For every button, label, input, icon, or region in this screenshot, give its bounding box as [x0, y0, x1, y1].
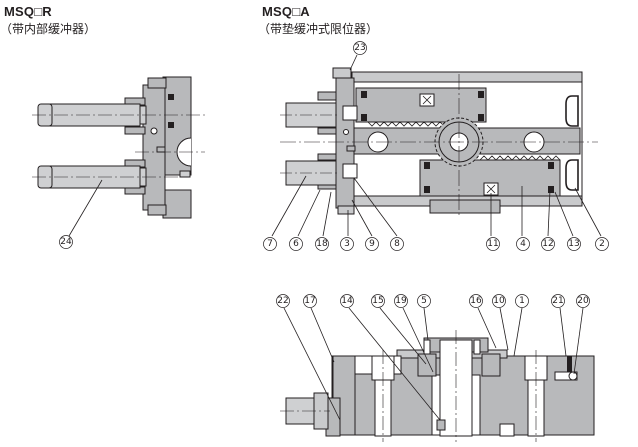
msqr-subtitle: （带内部缓冲器）: [0, 22, 97, 36]
callout-18: 18: [315, 237, 329, 251]
section-callout-leaders: [283, 307, 584, 421]
callout-23: 23: [349, 41, 367, 71]
svg-text:3: 3: [344, 239, 350, 249]
svg-text:19: 19: [395, 296, 407, 306]
callout-12: 12: [541, 237, 555, 251]
svg-text:9: 9: [369, 239, 375, 249]
msqa-title: MSQ□A: [262, 4, 310, 19]
msqa-subtitle: （带垫缓冲式限位器）: [258, 22, 379, 36]
callout-9: 9: [365, 237, 379, 251]
msqr-drawing: [32, 76, 205, 219]
callout-16: 16: [469, 294, 483, 308]
svg-text:14: 14: [341, 296, 353, 306]
callout-3: 3: [340, 237, 354, 251]
callout-22: 22: [276, 294, 290, 308]
callout-19: 19: [394, 294, 408, 308]
svg-text:21: 21: [552, 296, 563, 306]
callout-10: 10: [492, 294, 506, 308]
svg-text:22: 22: [277, 296, 288, 306]
callout-2: 2: [595, 237, 609, 251]
svg-text:7: 7: [267, 239, 273, 249]
callout-20: 20: [576, 294, 590, 308]
svg-text:10: 10: [493, 296, 505, 306]
callout-15: 15: [371, 294, 385, 308]
svg-text:17: 17: [304, 296, 315, 306]
msqa-drawing: [280, 67, 598, 215]
svg-text:18: 18: [316, 239, 328, 249]
callout-5: 5: [417, 294, 431, 308]
callout-11: 11: [486, 237, 500, 251]
svg-text:12: 12: [542, 239, 553, 249]
svg-text:1: 1: [519, 296, 525, 306]
svg-text:5: 5: [421, 296, 427, 306]
callout-8: 8: [390, 237, 404, 251]
svg-text:11: 11: [487, 239, 498, 249]
callout-1: 1: [515, 294, 529, 308]
svg-text:2: 2: [599, 239, 605, 249]
callout-21: 21: [551, 294, 565, 308]
callout-4: 4: [516, 237, 530, 251]
callout-label: 23: [354, 43, 365, 53]
callout-17: 17: [303, 294, 317, 308]
msqa-bottom-callouts: [271, 175, 602, 237]
svg-text:15: 15: [372, 296, 383, 306]
svg-text:4: 4: [520, 239, 526, 249]
msqa-section-drawing: [280, 330, 595, 442]
callout-24: 24: [59, 179, 103, 249]
svg-text:16: 16: [470, 296, 482, 306]
msqr-title: MSQ□R: [4, 4, 52, 19]
svg-text:20: 20: [577, 296, 589, 306]
callout-14: 14: [340, 294, 354, 308]
callout-label: 24: [60, 237, 72, 247]
callout-7: 7: [263, 237, 277, 251]
svg-text:8: 8: [394, 239, 400, 249]
svg-text:13: 13: [568, 239, 579, 249]
callout-13: 13: [567, 237, 581, 251]
callout-6: 6: [289, 237, 303, 251]
svg-text:6: 6: [293, 239, 299, 249]
